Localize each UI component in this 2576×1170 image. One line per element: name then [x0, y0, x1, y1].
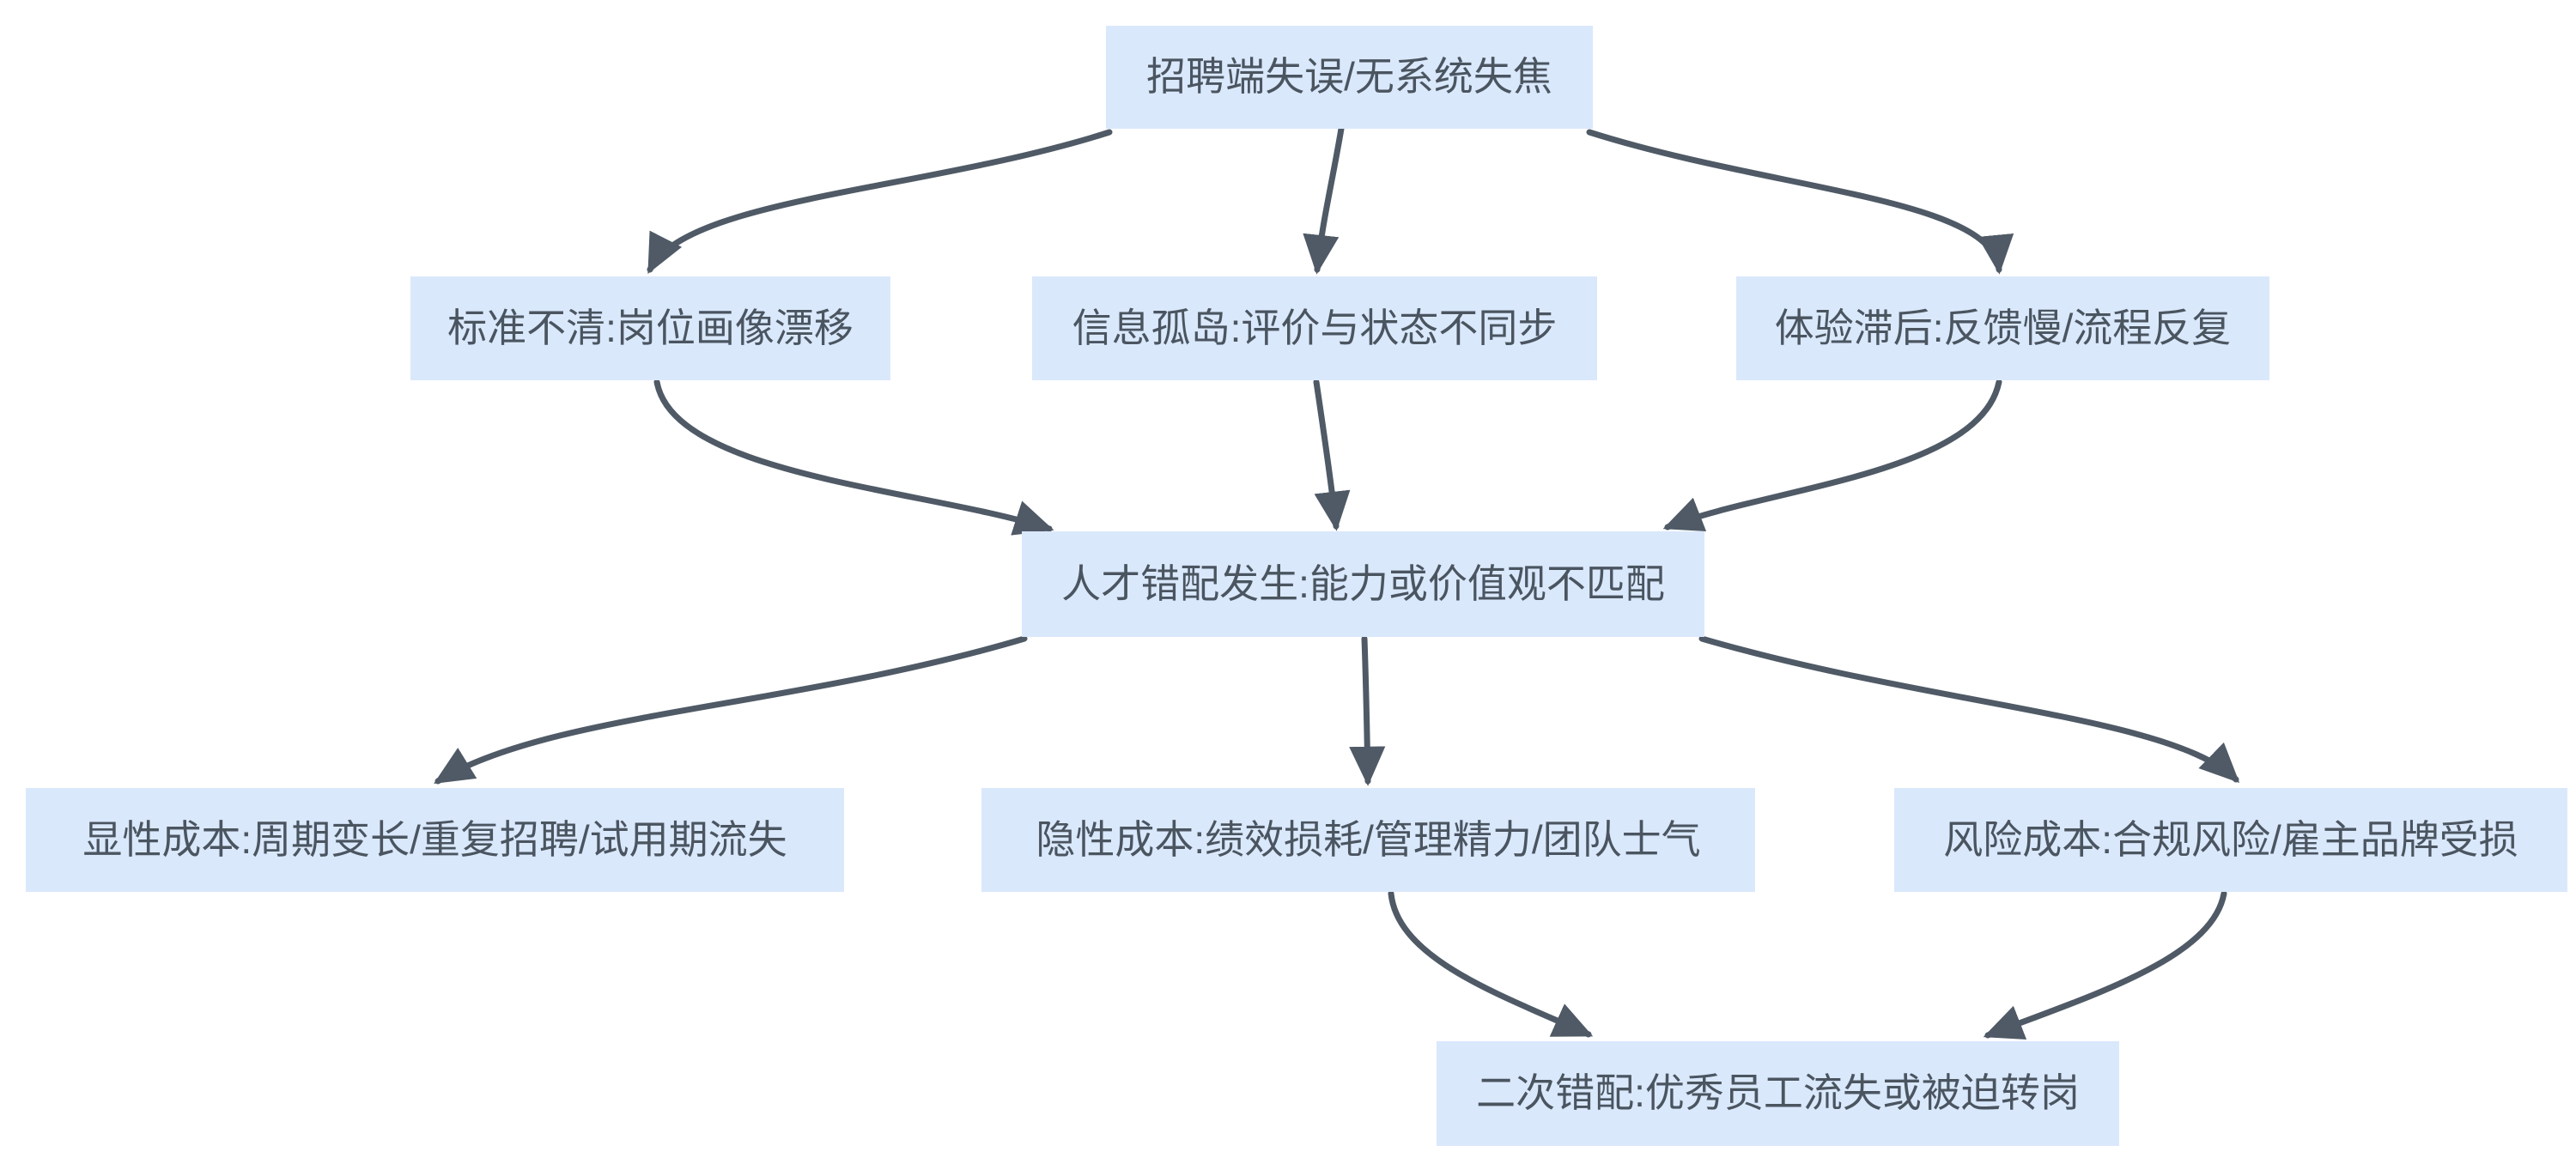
edge-C-D1: [434, 635, 1028, 785]
edge-A-B1: [647, 129, 1113, 275]
node-label-D3: 风险成本:合规风险/雇主品牌受损: [1943, 816, 2518, 862]
flowchart-node-D1: 显性成本:周期变长/重复招聘/试用期流失: [26, 788, 844, 892]
edge-B2-C: [1313, 379, 1351, 531]
edge-D3-E: [1983, 890, 2227, 1040]
node-label-D2: 隐性成本:绩效损耗/管理精力/团队士气: [1036, 816, 1701, 862]
node-label-C: 人才错配发生:能力或价值观不匹配: [1061, 561, 1665, 606]
flowchart-node-B3: 体验滞后:反馈慢/流程反复: [1736, 276, 2269, 380]
node-label-B2: 信息孤岛:评价与状态不同步: [1072, 305, 1558, 350]
flowchart-node-E: 二次错配:优秀员工流失或被迫转岗: [1437, 1041, 2119, 1146]
flowchart-node-B2: 信息孤岛:评价与状态不同步: [1032, 276, 1597, 380]
flowchart-node-D3: 风险成本:合规风险/雇主品牌受损: [1894, 788, 2567, 892]
edge-C-D3: [1698, 635, 2240, 784]
node-label-B1: 标准不清:岗位画像漂移: [447, 305, 854, 350]
edge-D2-E: [1388, 890, 1594, 1038]
node-label-A: 招聘端失误/无系统失焦: [1146, 54, 1552, 100]
flowchart-node-D2: 隐性成本:绩效损耗/管理精力/团队士气: [981, 788, 1755, 892]
edge-B3-C: [1662, 379, 2002, 532]
node-label-B3: 体验滞后:反馈慢/流程反复: [1774, 305, 2232, 350]
edge-B1-C: [653, 379, 1054, 536]
edge-A-B3: [1586, 129, 2014, 275]
edge-A-B2: [1303, 125, 1345, 275]
edge-C-D2: [1349, 635, 1386, 786]
flowchart-node-B1: 标准不清:岗位画像漂移: [410, 276, 890, 380]
node-label-D1: 显性成本:周期变长/重复招聘/试用期流失: [82, 816, 787, 862]
flowchart-node-C: 人才错配发生:能力或价值观不匹配: [1022, 531, 1704, 637]
flowchart-node-A: 招聘端失误/无系统失焦: [1106, 26, 1593, 129]
node-label-E: 二次错配:优秀员工流失或被迫转岗: [1476, 1070, 2080, 1116]
